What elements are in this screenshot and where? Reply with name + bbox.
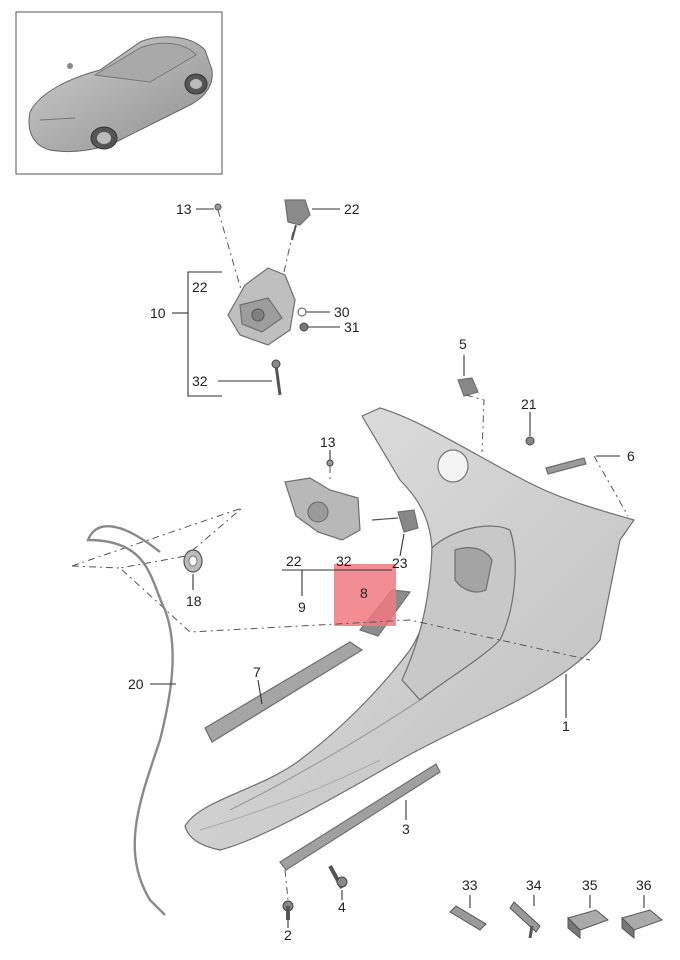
callout-6: 6 — [627, 448, 635, 464]
callout-22-bracket: 22 — [192, 279, 208, 295]
part-3-strip — [279, 763, 441, 871]
callout-5: 5 — [459, 336, 467, 352]
part-7-strip — [204, 641, 364, 743]
callout-30: 30 — [334, 304, 350, 320]
callout-4: 4 — [338, 899, 346, 915]
highlight-box-part-8 — [334, 564, 396, 626]
callout-10: 10 — [150, 305, 166, 321]
callout-32-mid: 32 — [336, 553, 352, 569]
part-34-gun — [509, 901, 541, 939]
callout-33: 33 — [462, 877, 478, 893]
upper-flap-assembly — [214, 199, 311, 396]
callout-13-upper: 13 — [176, 201, 192, 217]
vehicle-thumbnail — [15, 11, 223, 175]
callout-35: 35 — [582, 877, 598, 893]
group-bracket-10 — [187, 271, 222, 397]
callout-13-mid: 13 — [320, 434, 336, 450]
part-5-bracket — [457, 377, 479, 397]
callout-21: 21 — [521, 396, 537, 412]
callout-3: 3 — [402, 821, 410, 837]
callout-22-upper: 22 — [344, 201, 360, 217]
callout-23: 23 — [392, 555, 408, 571]
part-8-trim — [334, 564, 412, 637]
part-20-cable — [86, 525, 174, 916]
side-panel-part — [184, 407, 635, 851]
part-36-block — [621, 909, 663, 940]
callout-22-mid: 22 — [286, 553, 302, 569]
part-4-bolt — [328, 865, 348, 889]
callout-2: 2 — [284, 927, 292, 943]
mid-flap-assembly — [284, 459, 419, 541]
part-2-bolt — [282, 900, 294, 920]
callout-8: 8 — [360, 585, 368, 601]
part-18-grommet — [183, 549, 203, 573]
callout-34: 34 — [526, 877, 542, 893]
callout-31: 31 — [344, 319, 360, 335]
callout-36: 36 — [636, 877, 652, 893]
callout-32-upper: 32 — [192, 373, 208, 389]
callout-20: 20 — [128, 676, 144, 692]
assembly-outline — [71, 507, 591, 661]
part-6-strip — [545, 457, 587, 475]
part-35-block — [567, 909, 609, 940]
callout-1: 1 — [562, 718, 570, 734]
callout-18: 18 — [186, 593, 202, 609]
part-33-tube — [449, 905, 487, 931]
callout-9: 9 — [298, 599, 306, 615]
callout-7: 7 — [253, 664, 261, 680]
